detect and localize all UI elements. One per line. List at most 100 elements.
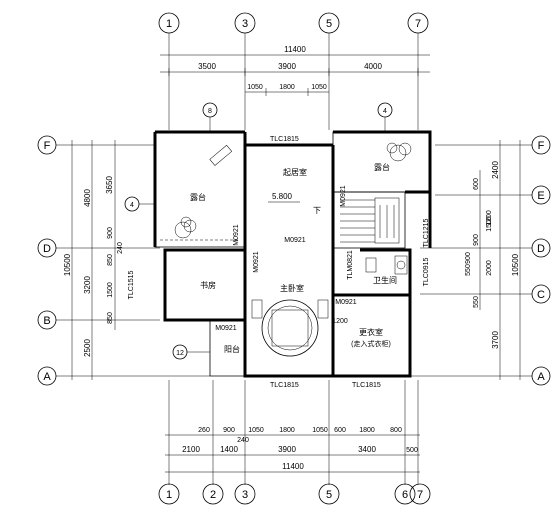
door-5: M0921 xyxy=(340,185,347,207)
axis-extension-lines-right xyxy=(410,144,532,377)
room-terrace-left: 露台 xyxy=(190,192,206,202)
axis-bot-3: 3 xyxy=(242,489,248,501)
dim-right-600: 600 xyxy=(473,178,480,190)
axis-right-C: C xyxy=(537,289,545,301)
dim-right-3700: 3700 xyxy=(491,331,500,349)
axis-top-1: 1 xyxy=(166,18,172,30)
bed-round xyxy=(251,299,329,357)
section-mark-top-right: 4 xyxy=(377,102,393,132)
lounge-chair-left xyxy=(209,144,233,166)
dim-bot-1800b: 1800 xyxy=(359,427,375,434)
room-closet-note: (走入式衣柜) xyxy=(351,339,391,348)
dim-right-550: 550 xyxy=(473,296,480,308)
right-axis-bubbles: F E D C A xyxy=(531,135,551,386)
axis-left-A: A xyxy=(43,371,51,383)
window-right-1: TLC1215 xyxy=(423,218,430,247)
svg-text:4: 4 xyxy=(383,108,387,115)
section-mark-top-left: 8 xyxy=(202,102,218,132)
door-3: M0921 xyxy=(253,251,260,273)
dim-left-850a: 850 xyxy=(107,254,114,266)
dim-left-1500: 1500 xyxy=(107,282,114,298)
dim-left-240: 240 xyxy=(117,242,124,254)
axis-bot-7: 7 xyxy=(417,489,423,501)
dim-right-total: 10500 xyxy=(511,253,520,276)
dim-bot-600: 600 xyxy=(334,427,346,434)
dim-bot-overall: 11400 xyxy=(282,462,304,471)
room-balcony: 阳台 xyxy=(224,344,240,354)
dim-top-3500: 3500 xyxy=(198,62,216,71)
dim-bot-2100: 2100 xyxy=(182,445,200,454)
dim-bot-3900: 3900 xyxy=(278,445,296,454)
room-terrace-right: 露台 xyxy=(374,162,390,172)
dim-top-1050a: 1050 xyxy=(247,84,263,91)
room-activity: 起居室 xyxy=(283,167,307,177)
bathroom-fixtures xyxy=(365,255,408,275)
dim-top-4000: 4000 xyxy=(364,62,382,71)
dim-bot-240: 240 xyxy=(237,437,249,444)
window-bottom-right: TLC1815 xyxy=(352,382,381,389)
dim-left-2500: 2500 xyxy=(83,339,92,357)
dim-right-900b: 900 xyxy=(465,252,472,264)
bottom-axis-bubbles: 1 2 3 5 6 7 xyxy=(158,483,431,505)
axis-bot-2: 2 xyxy=(210,489,216,501)
building-walls xyxy=(153,130,432,378)
dim-bot-500: 500 xyxy=(406,447,418,454)
axis-left-D: D xyxy=(43,243,51,255)
dim-top-3900: 3900 xyxy=(278,62,296,71)
dim-bot-900: 900 xyxy=(223,427,235,434)
axis-right-E: E xyxy=(537,190,544,202)
dim-left-850b: 850 xyxy=(107,312,114,324)
room-study: 书房 xyxy=(200,280,216,290)
door-7: M0921 xyxy=(335,299,357,306)
window-left-1: TLC1515 xyxy=(128,270,135,299)
plant-right xyxy=(386,142,412,162)
dim-bot-3400: 3400 xyxy=(358,445,376,454)
dim-right-550b: 550 xyxy=(465,264,472,276)
dim-top-overall: 11400 xyxy=(284,45,306,54)
dim-right-900: 900 xyxy=(473,234,480,246)
svg-text:12: 12 xyxy=(176,350,184,357)
axis-extension-lines-bottom xyxy=(168,380,419,485)
left-dimensions: 10500 4800 3200 2500 3650 900 240 850 15… xyxy=(63,140,135,380)
axis-top-5: 5 xyxy=(326,18,332,30)
dim-top-1050b: 1050 xyxy=(311,84,327,91)
top-dimensions: 11400 3500 3900 4000 1050 1800 1050 xyxy=(160,45,430,96)
dim-top-1800: 1800 xyxy=(279,84,295,91)
room-closet: 更衣室 xyxy=(359,327,383,337)
dim-bot-1050b: 1050 xyxy=(312,427,328,434)
axis-bot-1: 1 xyxy=(166,489,172,501)
elevation-mark: 5.800 xyxy=(272,192,293,201)
window-bottom-left: TLC1815 xyxy=(270,382,299,389)
axis-right-A: A xyxy=(537,371,545,383)
door-1: M0921 xyxy=(233,224,240,246)
section-mark-bottom-left: 12 xyxy=(172,344,210,360)
dim-bot-1400: 1400 xyxy=(220,445,238,454)
axis-right-D: D xyxy=(537,243,545,255)
axis-extension-lines-left xyxy=(56,144,210,377)
window-top-left: TLC1815 xyxy=(270,136,299,143)
dim-right-1500: 1500 xyxy=(486,216,493,232)
door-6: TLM0821 xyxy=(347,250,354,280)
dim-left-3200: 3200 xyxy=(83,276,92,294)
dim-left-900: 900 xyxy=(107,227,114,239)
axis-bot-6: 6 xyxy=(402,489,408,501)
section-mark-left: 4 xyxy=(124,196,155,212)
plant-left xyxy=(174,216,197,239)
dim-right-2000: 2000 xyxy=(486,260,493,276)
dim-left-total: 10500 xyxy=(63,253,72,276)
stair-down-arrow: 下 xyxy=(313,206,321,215)
door-4: M0921 xyxy=(215,325,237,332)
axis-bot-5: 5 xyxy=(326,489,332,501)
dim-left-4800: 4800 xyxy=(83,189,92,207)
svg-text:4: 4 xyxy=(130,202,134,209)
axis-left-B: B xyxy=(43,315,50,327)
door-2: M0921 xyxy=(284,237,306,244)
top-axis-bubbles: 1 3 5 7 xyxy=(158,12,429,34)
right-dimensions: 10500 2400 3700 600 1200 900 2000 550 15… xyxy=(465,140,521,380)
room-bathroom: 卫生间 xyxy=(373,275,397,285)
axis-top-3: 3 xyxy=(242,18,248,30)
left-axis-bubbles: F D B A xyxy=(37,135,57,386)
axis-extension-lines-top xyxy=(168,33,419,130)
dim-right-1200: 1200 xyxy=(486,210,493,226)
